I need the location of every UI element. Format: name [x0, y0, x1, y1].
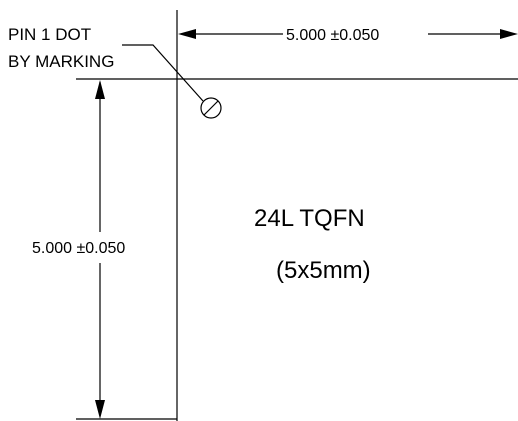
pin1-leader-line [122, 44, 204, 102]
pin1-dot-icon [200, 97, 222, 119]
package-size-label: (5x5mm) [276, 257, 371, 284]
height-arrow-top [95, 80, 105, 99]
package-name-label: 24L TQFN [254, 205, 365, 232]
pin1-callout-line2: BY MARKING [8, 52, 114, 71]
height-arrow-bottom [95, 400, 105, 419]
width-dimension-label: 5.000 ±0.050 [286, 27, 379, 44]
pin1-callout-line1: PIN 1 DOT [8, 25, 91, 44]
width-arrow-left [178, 29, 196, 39]
height-dimension-label: 5.000 ±0.050 [32, 240, 125, 257]
width-arrow-right [500, 29, 518, 39]
